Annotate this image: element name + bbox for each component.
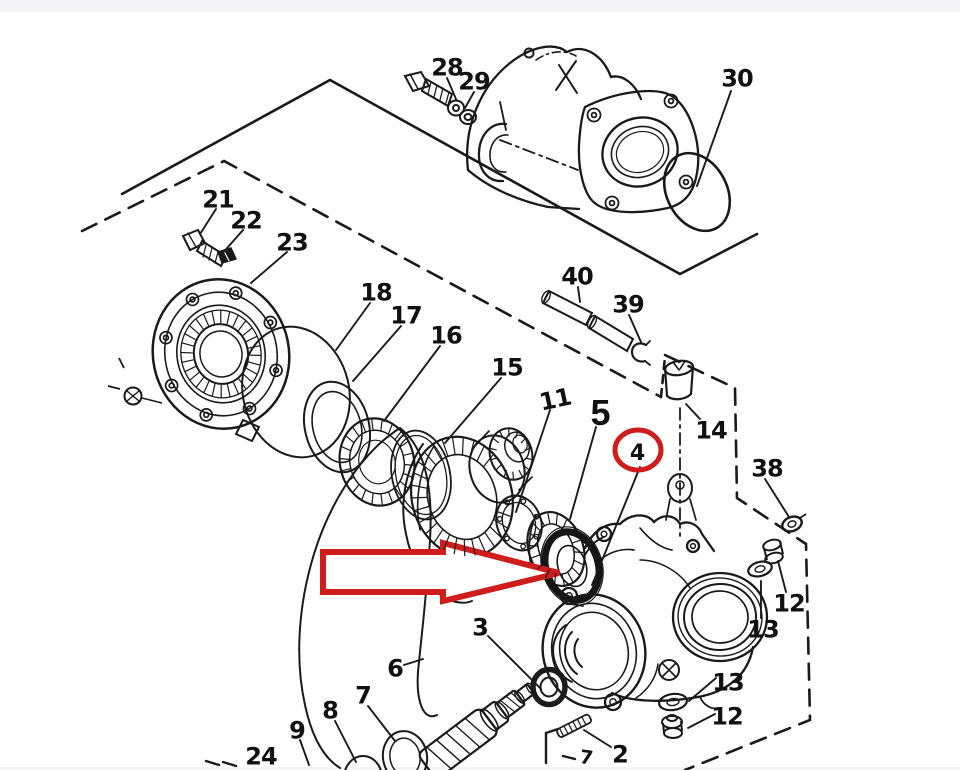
drain-plug [658,659,680,681]
dashed-panel-line-right [663,353,812,770]
part-label-38: 38 [751,455,783,483]
part-label-2: 2 [612,741,628,769]
boundary-lines [80,78,812,770]
highlight-annotations [320,427,664,605]
bolt-12-lower [661,714,683,739]
part-label-17: 17 [390,302,421,330]
leader-bracket [544,727,560,765]
gear-case-housing [541,473,769,712]
bolt-21 [181,228,228,268]
part-label-30: 30 [721,65,753,93]
part-label-23: 23 [276,229,307,257]
washer-13-lower [657,692,689,712]
bearing-retainer-23 [151,278,291,443]
part-label-4: 4 [630,441,645,466]
shim-17 [303,380,371,474]
part-label-15: 15 [491,354,523,382]
dashed-panel-notch [659,355,667,399]
part-label-11: 11 [537,383,574,417]
leader-lines [199,77,790,766]
flange-bolt-holes [586,93,694,211]
washer-13-upper [747,560,773,578]
gasket-6 [298,427,438,769]
part-label-18: 18 [360,279,392,307]
top-strip [0,0,960,12]
bolt-12-upper [762,538,784,565]
oring-30 [662,151,732,233]
part-label-5: 5 [590,392,610,433]
part-label-7: 7 [355,682,371,710]
stud-2 [556,713,592,738]
misc-marks [204,727,577,768]
part-label-40: 40 [561,263,593,291]
part-label-39: 39 [612,291,644,319]
hatch-detail [180,310,262,398]
dashed-panel-line-left [80,159,663,399]
hatch-detail [412,437,512,557]
part-label-21: 21 [202,186,234,214]
hatch-detail [489,428,533,480]
oring-18 [241,325,351,459]
bolt-at-left-edge [107,357,163,406]
pinion-shaft [418,682,537,770]
cap-14 [663,359,695,537]
bottom-strip [0,767,960,770]
part-label-8: 8 [322,697,338,725]
dowel-pin-40 [541,289,635,353]
hatch-detail [528,513,584,585]
washer-ring-8 [344,755,382,770]
part-label-7: 7 [578,746,593,769]
part-label-22: 22 [230,207,261,235]
nut-29 [447,99,477,125]
washer-38 [781,513,807,533]
part-label-9: 9 [289,717,305,745]
bearing-3 [530,666,568,708]
cutoff-dashes [204,759,238,768]
boss-for-cap-14 [667,473,693,503]
part-label-28: 28 [431,54,463,82]
clip-39 [630,340,651,366]
part-label-12: 12 [773,590,804,618]
solid-panel-line [120,78,759,276]
red-arrow-annotation [320,539,560,605]
part-label-3: 3 [472,614,488,642]
part-label-29: 29 [458,68,490,96]
small-dash [561,754,577,761]
part-label-16: 16 [430,322,462,350]
part-label-6: 6 [387,655,403,683]
hatch-detail [340,419,414,505]
top-cover-assembly [466,45,700,214]
washer-11 [495,494,543,552]
retainer-bolt-holes [159,286,283,422]
bolt-28 [403,70,454,108]
red-circle-annotation [612,427,664,473]
part-label-13: 13 [712,669,743,697]
part-label-24: 24 [245,743,277,770]
seal-ring-7 [381,730,429,770]
part-label-12: 12 [711,703,742,731]
part-label-14: 14 [695,417,727,445]
part-label-13: 13 [747,616,778,644]
